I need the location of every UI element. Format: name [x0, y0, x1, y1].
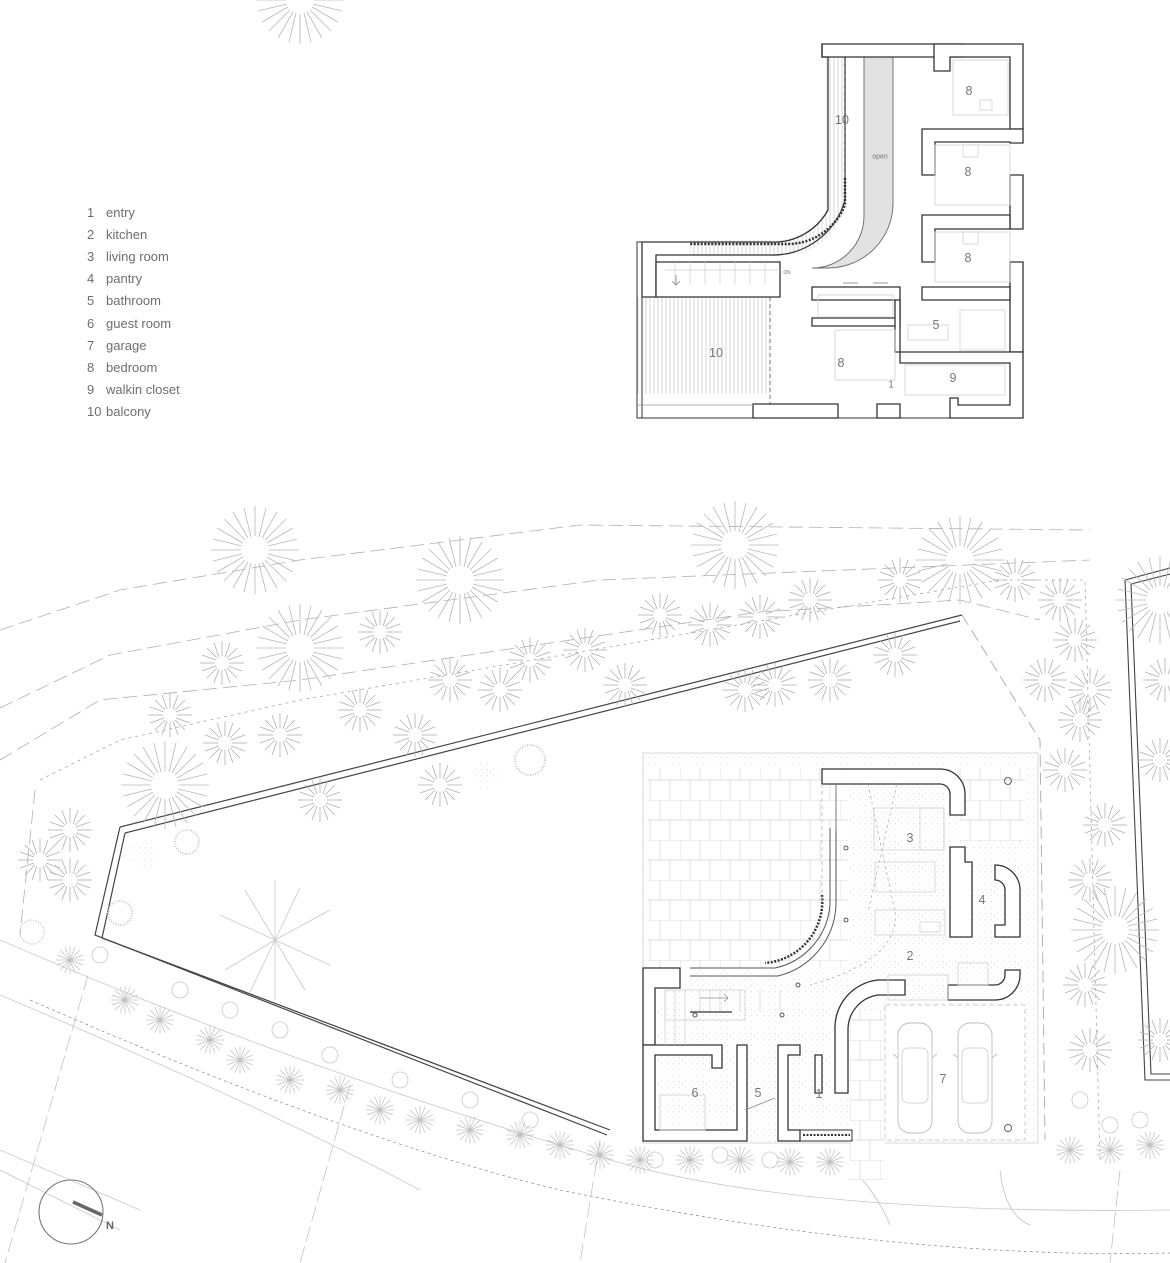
hedge-row: [55, 945, 1165, 1177]
upper-balcony-left-label: 10: [709, 346, 723, 360]
open-void-label: open: [872, 153, 888, 161]
upper-floor-plan: [636, 43, 1024, 419]
entry-label: 1: [815, 1087, 823, 1101]
pantry-label: 4: [978, 893, 986, 907]
living-room-label: 3: [906, 831, 914, 845]
guest-room-label: 6: [691, 1086, 699, 1100]
ground-bathroom-label: 5: [754, 1086, 762, 1100]
bedroom-a-label: 8: [965, 84, 973, 98]
ground-floor-plan: [642, 752, 1039, 1180]
master-bedroom-label: 8: [837, 356, 845, 370]
bedroom-c-label: 8: [964, 251, 972, 265]
stair-down-label: DN: [783, 270, 791, 276]
kitchen-label: 2: [906, 949, 914, 963]
upper-balcony-label: 10: [835, 113, 849, 127]
garage-label: 7: [939, 1072, 947, 1086]
upper-bathroom-label: 5: [932, 318, 940, 332]
north-arrow-icon: [38, 1179, 104, 1245]
walkin-closet-label: 9: [949, 371, 957, 385]
bedroom-b-label: 8: [964, 165, 972, 179]
upper-entry-mark: 1: [888, 379, 894, 391]
feature-tree: [219, 880, 331, 1000]
north-label: N: [106, 1220, 114, 1232]
